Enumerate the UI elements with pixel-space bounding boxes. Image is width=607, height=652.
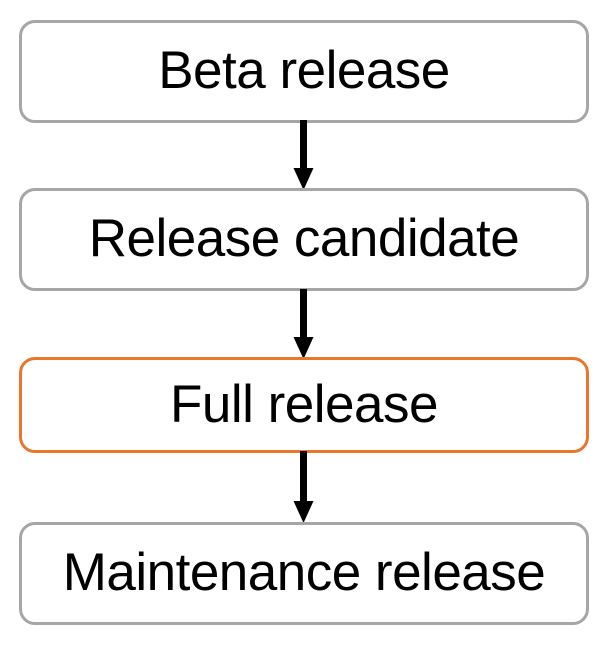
flow-edge-candidate-to-full	[0, 289, 607, 361]
flow-node-release-candidate[interactable]: Release candidate	[19, 188, 589, 291]
flow-node-maintenance-release[interactable]: Maintenance release	[19, 522, 589, 625]
flow-node-label: Full release	[170, 374, 438, 434]
flow-edge-full-to-maintenance	[0, 451, 607, 526]
flow-edge-beta-to-candidate	[0, 120, 607, 192]
flow-node-full-release[interactable]: Full release	[19, 357, 589, 453]
flow-node-beta-release[interactable]: Beta release	[19, 20, 589, 123]
flow-node-label: Release candidate	[88, 209, 520, 268]
flow-node-label: Maintenance release	[62, 543, 546, 602]
down-arrow-icon	[293, 120, 314, 190]
down-arrow-icon	[293, 451, 314, 523]
flow-node-label: Beta release	[158, 41, 450, 100]
down-arrow-icon	[293, 289, 314, 359]
